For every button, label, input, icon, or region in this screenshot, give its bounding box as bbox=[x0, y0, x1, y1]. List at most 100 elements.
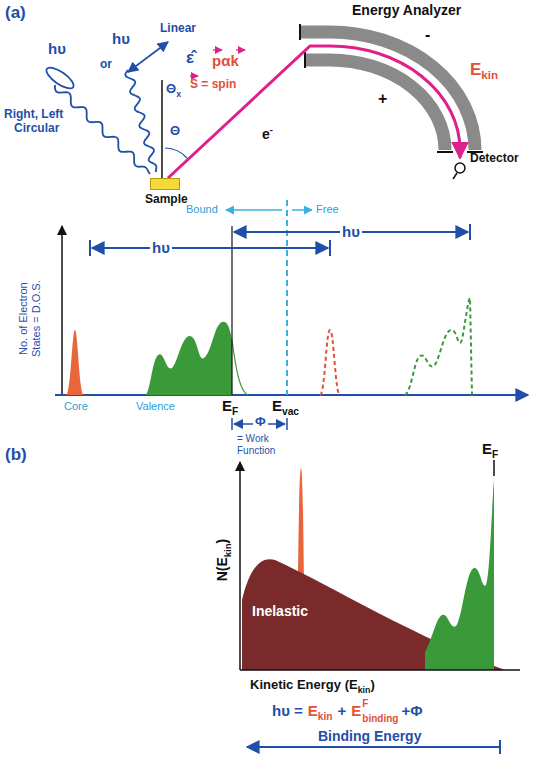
label: Θx bbox=[166, 82, 181, 97]
label: Binding Energy bbox=[318, 728, 421, 744]
text-sub: kin bbox=[318, 711, 333, 722]
node-label: Sample bbox=[145, 193, 188, 207]
text-part: ) bbox=[214, 539, 230, 544]
label: No. of Electron States = D.O.S. bbox=[17, 268, 42, 368]
valence-band bbox=[145, 322, 232, 395]
label: Circular bbox=[14, 122, 59, 136]
part-line bbox=[304, 52, 306, 68]
label: S = spin bbox=[190, 78, 236, 92]
vector-arrows bbox=[190, 50, 245, 76]
fermi-tick bbox=[493, 460, 495, 476]
linear-polarization bbox=[128, 42, 168, 72]
label: +Φ bbox=[401, 702, 422, 719]
text-part: E bbox=[308, 702, 318, 719]
label: Evac bbox=[272, 397, 299, 414]
label: F bbox=[362, 698, 368, 710]
label: E bbox=[351, 702, 361, 719]
detector-stem bbox=[453, 173, 457, 179]
binding-energy-tick bbox=[499, 740, 501, 754]
electron-trajectory bbox=[168, 46, 460, 178]
vacuum-line bbox=[286, 200, 288, 395]
text-sup: - bbox=[270, 124, 273, 135]
valence-band-shifted bbox=[405, 298, 472, 395]
label: Valence bbox=[136, 400, 175, 413]
label: EF bbox=[482, 440, 498, 457]
part-line bbox=[329, 240, 331, 256]
text-sub: F bbox=[492, 449, 498, 460]
circular-polarization bbox=[43, 64, 76, 92]
label: Bound bbox=[186, 203, 218, 216]
label: binding bbox=[362, 713, 398, 725]
free-arrow bbox=[292, 209, 312, 211]
sample-block: Sample bbox=[150, 178, 180, 190]
part-line bbox=[213, 49, 222, 50]
label: Kinetic Energy (Ekin) bbox=[250, 678, 375, 693]
photon-waves bbox=[55, 70, 156, 174]
label: Φ bbox=[253, 415, 268, 430]
text-part: Kinetic Energy (E bbox=[250, 677, 358, 692]
slit-marks bbox=[300, 24, 483, 152]
text-part: ) bbox=[370, 677, 374, 692]
surface-normal bbox=[161, 80, 163, 178]
label: ε̂ bbox=[186, 48, 194, 68]
fermi-tail bbox=[232, 340, 248, 395]
label: = Work Function bbox=[237, 433, 299, 456]
label: Detector bbox=[470, 152, 519, 166]
label: (b) bbox=[5, 445, 27, 465]
label: Inelastic bbox=[252, 603, 308, 619]
text-sub: F bbox=[232, 406, 238, 417]
energy-analyzer bbox=[300, 32, 475, 150]
label: hυ bbox=[112, 30, 130, 47]
part-line bbox=[190, 75, 198, 76]
angle-arc bbox=[165, 148, 187, 158]
spectrum-x-axis bbox=[240, 669, 520, 671]
part-line bbox=[92, 247, 328, 249]
valence-peaks bbox=[425, 480, 494, 670]
part-line bbox=[236, 49, 245, 50]
label: or bbox=[100, 58, 112, 72]
text-part: Θ bbox=[166, 81, 176, 96]
text-part: E bbox=[470, 60, 481, 79]
detector-symbol bbox=[455, 163, 465, 173]
label: Core bbox=[64, 400, 88, 413]
label: hυ bbox=[340, 223, 362, 240]
label: hυ bbox=[150, 239, 172, 256]
label: Θ bbox=[170, 124, 180, 139]
part-line bbox=[286, 418, 288, 430]
part-line bbox=[437, 151, 453, 153]
analyzer-outer-plate bbox=[300, 32, 475, 150]
label: (a) bbox=[5, 3, 26, 23]
label: hυ bbox=[48, 40, 66, 57]
label: + bbox=[378, 90, 387, 108]
bound-arrow bbox=[226, 209, 282, 211]
label: N(Ekin) bbox=[214, 539, 230, 582]
y-axis bbox=[61, 226, 63, 395]
text-sub: kin bbox=[481, 69, 498, 81]
part-line bbox=[469, 224, 471, 240]
label: + bbox=[338, 702, 347, 719]
text-part: E bbox=[272, 397, 282, 414]
part-line bbox=[89, 240, 91, 256]
label: - bbox=[425, 26, 430, 44]
part-line bbox=[231, 418, 233, 430]
text-sub: kin bbox=[222, 543, 233, 557]
text-sub: kin bbox=[358, 685, 371, 695]
text-part: E bbox=[222, 397, 232, 414]
text-sub: vac bbox=[282, 406, 299, 417]
photon-wave bbox=[125, 70, 156, 172]
core-level bbox=[66, 330, 84, 395]
analyzer-inner-plate bbox=[305, 60, 445, 150]
energy-axis bbox=[55, 394, 528, 396]
text-part: E bbox=[482, 440, 492, 457]
binding-energy-arrow bbox=[247, 746, 500, 748]
text-part: e bbox=[262, 126, 270, 142]
label: Ekin bbox=[308, 702, 333, 719]
label: pαk bbox=[212, 52, 239, 69]
fermi-line bbox=[231, 226, 232, 395]
label: Right, Left bbox=[4, 108, 63, 122]
text-sub: x bbox=[176, 89, 181, 99]
photon-energy-arrows bbox=[90, 224, 470, 256]
text-part: N(E bbox=[214, 557, 230, 581]
label: Linear bbox=[160, 22, 196, 36]
